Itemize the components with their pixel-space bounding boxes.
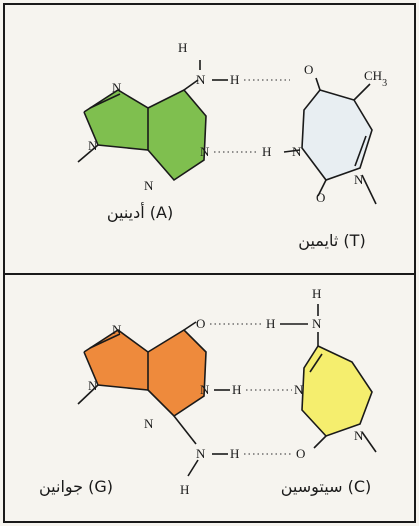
border (3, 3, 416, 523)
adenine-amino-h: H (230, 72, 239, 87)
guanine-six-ring (148, 330, 206, 416)
cytosine-atom-n: N (354, 428, 364, 443)
adenine-six-ring (148, 90, 206, 180)
guanine-atom-n: N (200, 382, 210, 397)
guanine-double-bond (89, 333, 121, 349)
thymine-atom-n: N (292, 144, 302, 159)
adenine-amino-bond (183, 79, 199, 91)
guanine-atom-n: N (88, 378, 98, 393)
thymine-methyl-bond (353, 83, 371, 101)
adenine-label: أدينين (A) (107, 202, 173, 223)
cytosine-ring (302, 346, 372, 436)
guanine-atom-o: O (196, 316, 205, 331)
cytosine-ring-bonds (301, 345, 373, 437)
cytosine-carbonyl-bond (313, 435, 327, 449)
thymine-methyl-bond (361, 174, 377, 205)
thymine-atom-h: H (262, 144, 271, 159)
thymine-carbonyl-bond (317, 179, 327, 197)
adenine-atom-n: N (88, 138, 98, 153)
adenine-amino-h-top: H (178, 40, 187, 55)
cytosine-atom-o: O (296, 446, 305, 461)
guanine-carbonyl-bond (183, 321, 197, 331)
thymine-atom-o: O (304, 62, 313, 77)
cytosine-methyl-bond (361, 431, 377, 453)
guanine-methyl-bond (77, 384, 99, 405)
adenine-five-ring-bonds (83, 89, 149, 151)
thymine-nh-bond (283, 149, 301, 153)
thymine-label: ثايمين (T) (298, 231, 365, 251)
cytosine-amino-n: N (312, 316, 322, 331)
adenine-atom-n: N (112, 80, 122, 95)
adenine-atom-n: N (200, 144, 210, 159)
guanine-amino-h-bond (187, 459, 199, 477)
adenine-methyl-bond (77, 144, 99, 163)
guanine-amino-h: H (230, 446, 239, 461)
guanine-cytosine-pair: N N O N H N N H H N H H N N O جوانين (G)… (39, 286, 377, 497)
thymine-double-bond (354, 135, 367, 167)
adenine-atom-n: N (144, 178, 154, 193)
cytosine-amino-h-top: H (312, 286, 321, 301)
thymine-ring (302, 90, 372, 180)
thymine-methyl-label: CH3 (364, 68, 387, 89)
cytosine-double-bond (309, 353, 323, 373)
guanine-amino-n: N (196, 446, 206, 461)
guanine-five-ring-bonds (83, 329, 149, 391)
guanine-five-ring (84, 330, 148, 390)
guanine-label: جوانين (G) (39, 477, 113, 497)
adenine-thymine-pair: N N N N N H H O N H N O CH3 أدينين (A) ث… (77, 40, 387, 251)
thymine-atom-o: O (316, 190, 325, 205)
cytosine-label: سيتوسين (C) (281, 477, 372, 497)
guanine-amino-bond (173, 415, 197, 445)
adenine-double-bond (89, 93, 121, 109)
thymine-ring-bonds (301, 89, 373, 181)
adenine-five-ring (84, 90, 148, 150)
cytosine-atom-n: N (294, 382, 304, 397)
thymine-atom-n: N (354, 172, 364, 187)
thymine-carbonyl-bond (315, 77, 321, 91)
cytosine-amino-h: H (266, 316, 275, 331)
guanine-amino-h-bottom: H (180, 482, 189, 497)
guanine-atom-n: N (112, 322, 122, 337)
adenine-amino-n: N (196, 72, 206, 87)
adenine-six-ring-bonds (147, 89, 207, 182)
guanine-atom-h: H (232, 382, 241, 397)
guanine-six-ring-bonds (147, 328, 207, 418)
guanine-atom-n: N (144, 416, 154, 431)
